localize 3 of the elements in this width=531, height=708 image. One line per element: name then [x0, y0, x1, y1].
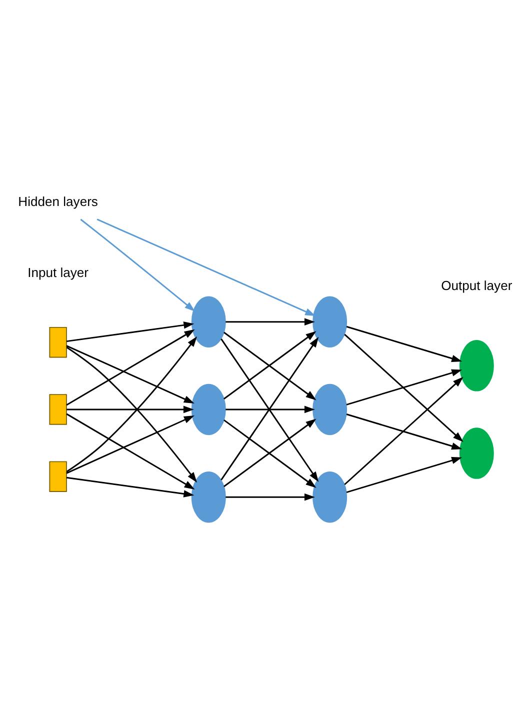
- label: Input layer: [28, 264, 89, 280]
- label: Output layer: [441, 278, 512, 293]
- node-text: Hidden layers: [18, 194, 98, 209]
